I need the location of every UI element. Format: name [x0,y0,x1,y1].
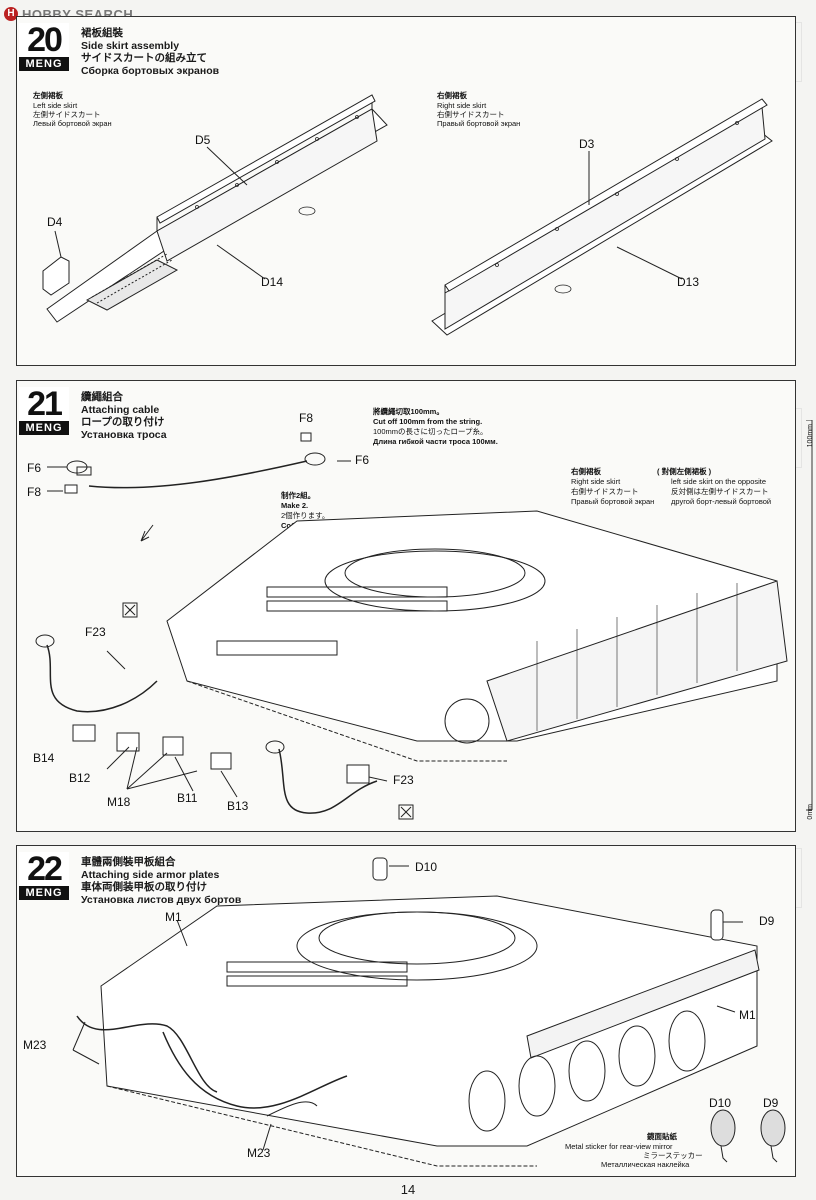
part-label-d14: D14 [261,275,284,289]
left-skirt-caption-en: Left side skirt [33,101,78,110]
part-label-d9: D9 [759,914,775,928]
part-label-f8: F8 [27,485,42,499]
step-title-en: Attaching side armor plates [81,868,220,881]
part-label-m18: M18 [107,795,131,809]
step-badge: 22 MENG [19,852,69,900]
part-label-d10: D10 [709,1096,732,1110]
part-label-d9: D9 [763,1096,779,1110]
part-label-f6: F6 [355,453,370,467]
step-badge: 20 MENG [19,23,69,71]
right-skirt-caption-en: Right side skirt [437,101,487,110]
step-title-block: 纜繩組合 Attaching cable ロープの取り付け Установка … [81,391,167,441]
part-label-m1: M1 [739,1008,756,1022]
part-label-m1: M1 [165,910,182,924]
step-title-block: 裙板組裝 Side skirt assembly サイドスカートの組み立て Сб… [81,27,219,77]
opposite-note-zh: ( 對側左側裙板 ) [657,467,712,476]
skirt-note-ru: Правый бортовой экран [571,497,655,506]
step-title-ja: 車体両側装甲板の取り付け [81,881,207,893]
step-number: 21 [19,387,69,421]
part-label-d10: D10 [415,860,438,874]
part-label-m23: M23 [247,1146,271,1160]
side-skirt-drawing [42,94,773,336]
right-skirt-caption-ja: 右側サイドスカート [437,110,505,119]
step-title-ru: Сборка бортовых экранов [81,64,220,77]
ruler-label-top: 100mm [807,424,814,448]
step-22-panel: 22 MENG 車體兩側裝甲板組合 Attaching side armor p… [16,845,796,1177]
opposite-note-en: left side skirt on the opposite [671,477,767,486]
opposite-note-ru: другой борт-левый бортовой [671,497,772,506]
step-title-zh: 裙板組裝 [81,27,123,39]
part-label-d4: D4 [47,215,63,229]
right-skirt-caption-ru: Правый бортовой экран [437,119,521,128]
make-note-ja: 2個作ります。 [281,511,330,520]
make-note-zh: 制作2組。 [281,491,316,500]
make-note-en: Make 2. [281,501,309,510]
step-title-ru: Установка листов двух бортов [81,893,242,906]
sticker-note-ja: ミラーステッカー [643,1151,703,1160]
cut-note-en: Cut off 100mm from the string. [373,417,483,426]
brand-label: MENG [19,57,69,71]
part-label-b12: B12 [69,771,91,785]
ruler-label-bottom: 0mm [807,804,814,820]
brand-label: MENG [19,421,69,435]
left-skirt-caption-zh: 左側裙板 [33,91,63,100]
measurement-ruler: 100mm 0mm [802,420,814,830]
skirt-note-en: Right side skirt [571,477,621,486]
sticker-note-en: Metal sticker for rear-view mirror [565,1142,673,1151]
part-label-d3: D3 [579,137,595,151]
part-label-d13: D13 [677,275,700,289]
step-title-zh: 車體兩側裝甲板組合 [81,856,176,868]
part-label-b13: B13 [227,799,249,813]
part-label-f6: F6 [27,461,42,475]
step-number: 22 [19,852,69,886]
cut-note-zh: 將纜繩切取100mm。 [373,407,444,416]
left-skirt-caption-ru: Левый бортовой экран [33,119,112,128]
part-label-f23: F23 [85,625,106,639]
part-label-b14: B14 [33,751,55,765]
sticker-note-ru: Металлическая наклейка [601,1160,690,1169]
left-skirt-caption-ja: 左側サイドスカート [33,110,101,119]
cut-note-ru: Длина гибкой части троса 100мм. [373,437,498,446]
cable-assembly-drawing [35,432,788,820]
part-label-f23: F23 [393,773,414,787]
step-20-panel: 20 MENG 裙板組裝 Side skirt assembly サイドスカート… [16,16,796,366]
page-number: 14 [400,1182,416,1197]
armor-plate-drawing [72,857,786,1167]
hobby-search-logo-icon: H [4,7,18,21]
step-title-ja: ロープの取り付け [81,416,165,428]
cut-note-ja: 100mmの長さに切ったロープ糸。 [373,427,488,436]
step-title-en: Attaching cable [81,403,160,416]
brand-label: MENG [19,886,69,900]
step-badge: 21 MENG [19,387,69,435]
step-21-panel: 21 MENG 纜繩組合 Attaching cable ロープの取り付け Ус… [16,380,796,832]
step-title-zh: 纜繩組合 [81,391,123,403]
part-label-m23: M23 [23,1038,47,1052]
step-title-en: Side skirt assembly [81,39,180,52]
opposite-note-ja: 反対側は左側サイドスカート [671,487,769,496]
skirt-note-ja: 右側サイドスカート [571,487,639,496]
part-label-f8: F8 [299,411,314,425]
part-label-b11: B11 [177,791,198,805]
step-number: 20 [19,23,69,57]
skirt-note-zh: 右側裙板 [571,467,601,476]
right-skirt-caption-zh: 右側裙板 [437,91,467,100]
part-label-d5: D5 [195,133,211,147]
sticker-note-zh: 鏡面貼紙 [647,1132,677,1141]
step-title-ja: サイドスカートの組み立て [81,52,207,64]
step-title-block: 車體兩側裝甲板組合 Attaching side armor plates 車体… [81,856,241,906]
step-title-ru: Установка троса [81,428,167,441]
